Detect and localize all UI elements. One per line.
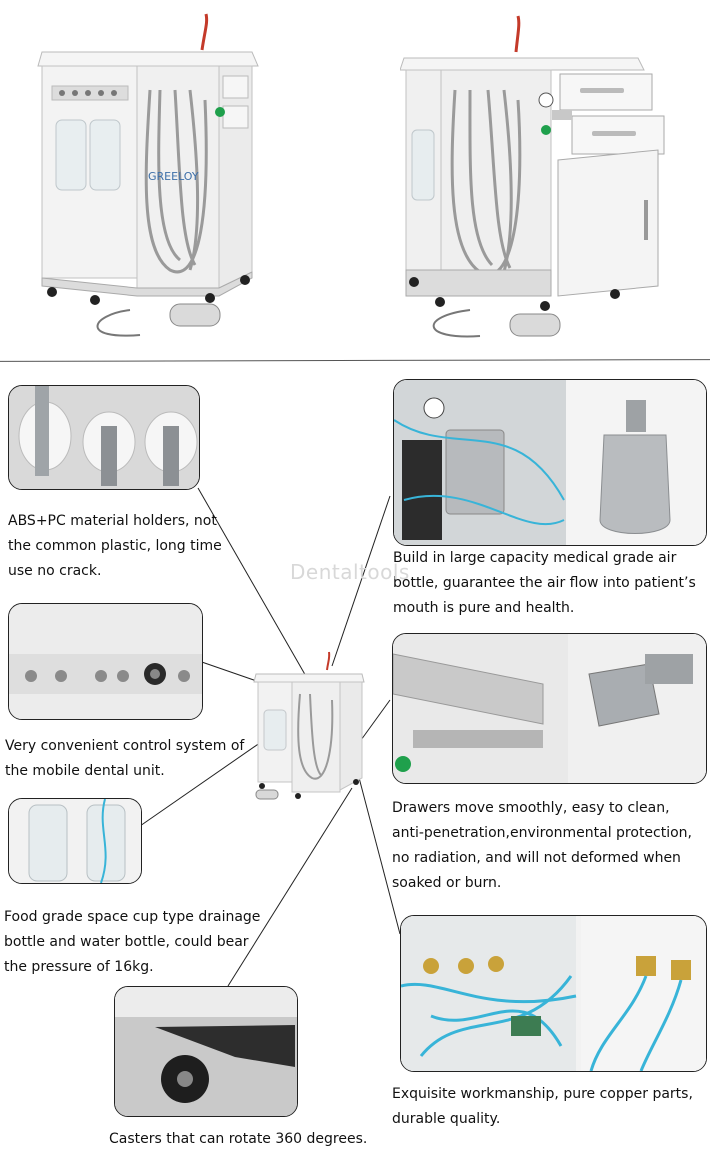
center-unit-photo	[252, 650, 367, 802]
control-caption: Very convenient control system of the mo…	[5, 738, 245, 779]
drawers-photo	[392, 633, 707, 784]
brand-label: GREELOY	[148, 170, 199, 183]
holders-caption: ABS+PC material holders, not the common …	[8, 513, 222, 579]
product-photo-open	[400, 10, 680, 345]
casters-photo	[114, 986, 298, 1117]
drawers-caption: Drawers move smoothly, easy to clean, an…	[392, 800, 693, 891]
copper-caption: Exquisite workmanship, pure copper parts…	[392, 1086, 693, 1127]
air-bottle-photo	[393, 379, 707, 546]
air-bottle-caption: Build in large capacity medical grade ai…	[393, 550, 696, 616]
watermark: Dentaltools	[290, 560, 410, 584]
control-panel-photo	[8, 603, 203, 720]
holders-photo	[8, 385, 200, 490]
bottles-photo	[8, 798, 142, 884]
copper-parts-photo	[400, 915, 707, 1072]
casters-caption: Casters that can rotate 360 degrees.	[109, 1131, 368, 1147]
product-photo-closed: GREELOY	[30, 10, 270, 345]
bottles-caption: Food grade space cup type drainage bottl…	[4, 909, 261, 975]
